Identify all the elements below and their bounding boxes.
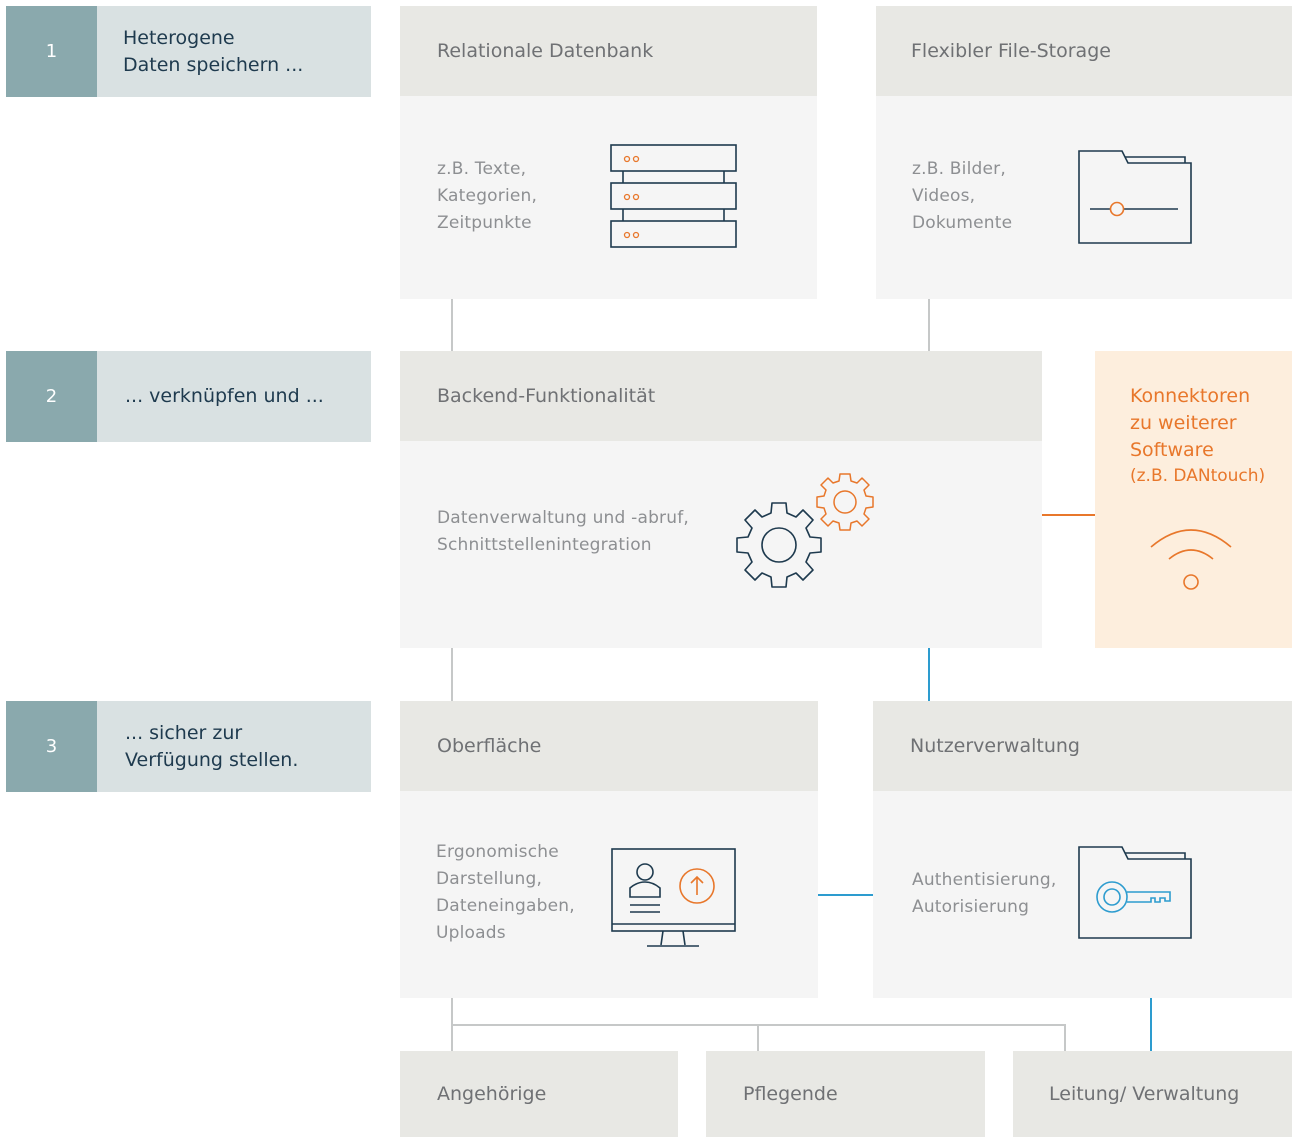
ui-box-body: Ergonomische Darstellung, Dateneingaben,… — [400, 791, 818, 998]
backend-box-body: Datenverwaltung und -abruf, Schnittstell… — [400, 441, 1042, 648]
step-3-text: ... sicher zur Verfügung stellen. — [97, 701, 371, 792]
db-box-title: Relationale Datenbank — [437, 40, 654, 62]
step-2-text: ... verknüpfen und ... — [97, 351, 371, 442]
files-box-body: z.B. Bilder, Videos, Dokumente — [876, 96, 1292, 299]
backend-box-title: Backend-Funktionalität — [437, 385, 656, 407]
db-box-body: z.B. Texte, Kategorien, Zeitpunkte — [400, 96, 817, 299]
line-audience-3 — [1064, 1024, 1066, 1051]
users-box-header: Nutzerverwaltung — [873, 701, 1292, 791]
backend-box-header: Backend-Funktionalität — [400, 351, 1042, 441]
step-1-label: Heterogene Daten speichern ... — [123, 26, 304, 76]
files-box-header: Flexibler File-Storage — [876, 6, 1292, 96]
folder-key-icon — [1078, 846, 1192, 939]
line-backend-ui — [451, 648, 453, 701]
connector-subtitle: (z.B. DANtouch) — [1130, 466, 1266, 486]
ui-box-header: Oberfläche — [400, 701, 818, 791]
database-server-icon — [610, 144, 737, 248]
line-backend-connector — [1042, 514, 1095, 516]
db-box-header: Relationale Datenbank — [400, 6, 817, 96]
audience-relatives: Angehörige — [400, 1051, 678, 1137]
line-ui-users — [818, 894, 873, 896]
wifi-icon — [1150, 529, 1232, 590]
line-db-backend — [451, 299, 453, 351]
users-box-title: Nutzerverwaltung — [910, 735, 1080, 757]
ui-box-description: Ergonomische Darstellung, Dateneingaben,… — [436, 842, 575, 943]
folder-icon — [1078, 150, 1192, 244]
step-3-number: 3 — [6, 701, 97, 792]
gears-icon — [736, 473, 874, 588]
ui-box-title: Oberfläche — [437, 735, 542, 757]
users-box-description: Authentisierung, Autorisierung — [912, 870, 1057, 917]
files-box-title: Flexibler File-Storage — [911, 40, 1111, 62]
connector-box: Konnektoren zu weiterer Software (z.B. D… — [1095, 351, 1292, 648]
step-3-label: ... sicher zur Verfügung stellen. — [125, 721, 299, 771]
line-audience-2 — [757, 1024, 759, 1051]
db-box-description: z.B. Texte, Kategorien, Zeitpunkte — [437, 159, 538, 233]
audience-management: Leitung/ Verwaltung — [1013, 1051, 1292, 1137]
line-backend-users — [928, 648, 930, 701]
audience-caregivers-label: Pflegende — [743, 1083, 838, 1105]
line-files-backend — [928, 299, 930, 351]
audience-management-label: Leitung/ Verwaltung — [1049, 1083, 1240, 1105]
audience-relatives-label: Angehörige — [437, 1083, 547, 1105]
files-box-description: z.B. Bilder, Videos, Dokumente — [912, 159, 1013, 233]
step-2-label: ... verknüpfen und ... — [125, 385, 324, 407]
step-1-number: 1 — [6, 6, 97, 97]
monitor-upload-icon — [611, 848, 736, 947]
connector-title: Konnektoren zu weiterer Software — [1130, 385, 1251, 461]
step-1-text: Heterogene Daten speichern ... — [97, 6, 371, 97]
users-box-body: Authentisierung, Autorisierung — [873, 791, 1292, 998]
backend-box-description: Datenverwaltung und -abruf, Schnittstell… — [437, 508, 690, 555]
line-users-audience-3 — [1150, 998, 1152, 1051]
audience-caregivers: Pflegende — [706, 1051, 985, 1137]
step-2-number: 2 — [6, 351, 97, 442]
